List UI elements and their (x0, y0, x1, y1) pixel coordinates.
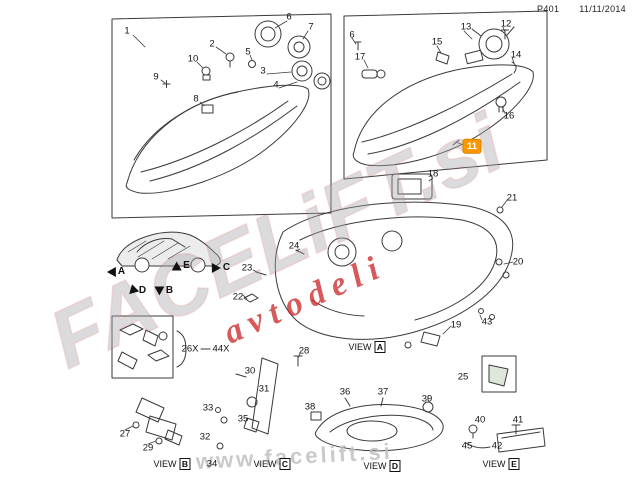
callout-4: 4 (273, 79, 279, 91)
callout-25: 25 (457, 371, 469, 383)
view-direction-arrow-A: A (106, 266, 126, 277)
callout-39: 39 (421, 393, 433, 405)
leader-lines (124, 20, 515, 445)
callout-11: 11 (463, 139, 481, 153)
view-word: VIEW (253, 459, 277, 469)
headlight-rear-assembly (243, 201, 514, 349)
view-direction-arrow-E: E (171, 260, 190, 271)
arrow-letter: B (165, 285, 174, 296)
callout-10: 10 (187, 53, 199, 65)
callout-32: 32 (199, 431, 211, 443)
callout-17: 17 (354, 51, 366, 63)
left-panel-box (111, 13, 332, 219)
callout-31: 31 (258, 383, 270, 395)
callout-23: 23 (241, 262, 253, 274)
callout-30: 30 (244, 365, 256, 377)
callout-16: 16 (503, 110, 515, 122)
arrow-triangle-icon (106, 267, 116, 277)
callout-24: 24 (288, 240, 300, 252)
callout-20: 20 (512, 256, 524, 268)
right-panel-box (343, 10, 548, 180)
arrow-letter: A (117, 266, 126, 277)
hardware-kit-box (111, 315, 211, 379)
callout-12: 12 (500, 18, 512, 30)
view-direction-arrow-D: D (125, 284, 147, 298)
callout-44X: 44X (212, 343, 230, 355)
view-direction-arrow-B: B (154, 285, 174, 296)
callout-5: 5 (245, 46, 251, 58)
view-c-parts (215, 355, 303, 450)
callout-1: 1 (124, 25, 130, 37)
callout-28: 28 (298, 345, 310, 357)
callout-13: 13 (460, 21, 472, 33)
callout-36: 36 (339, 386, 351, 398)
bracket-25 (481, 355, 517, 393)
callout-18: 18 (427, 168, 439, 180)
callout-14: 14 (510, 49, 522, 61)
arrow-triangle-icon (154, 286, 165, 296)
callout-19: 19 (450, 319, 462, 331)
view-letter-box: B (179, 458, 191, 470)
callout-37: 37 (377, 386, 389, 398)
arrow-triangle-icon (171, 261, 182, 271)
callout-15: 15 (431, 36, 443, 48)
callout-42: 42 (491, 440, 503, 452)
view-word: VIEW (482, 459, 506, 469)
arrow-letter: C (222, 262, 231, 273)
callout-6: 6 (349, 29, 355, 41)
view-letter-box: C (279, 458, 291, 470)
callout-3: 3 (260, 65, 266, 77)
arrow-letter: D (138, 285, 147, 296)
view-e-parts (465, 424, 546, 453)
callout-21: 21 (506, 192, 518, 204)
callout-8: 8 (193, 93, 199, 105)
arrow-triangle-icon (211, 263, 221, 273)
callout-22: 22 (232, 291, 244, 303)
doc-code: P401 (537, 4, 560, 14)
callout-35: 35 (237, 413, 249, 425)
callout-38: 38 (304, 401, 316, 413)
headlight-front-left (125, 20, 331, 194)
view-d-parts (310, 395, 444, 452)
callout-26X: 26X (181, 343, 199, 355)
view-word: VIEW (348, 342, 372, 352)
view-letter-box: E (508, 458, 520, 470)
arrow-triangle-icon (125, 284, 140, 298)
callout-40: 40 (474, 414, 486, 426)
view-direction-arrow-C: C (211, 262, 231, 273)
callout-6: 6 (286, 11, 292, 23)
view-letter-box: A (374, 341, 386, 353)
callout-2: 2 (209, 38, 215, 50)
callout-7: 7 (308, 21, 314, 33)
callout-9: 9 (153, 71, 159, 83)
callout-45: 45 (461, 440, 473, 452)
headlight-front-right (352, 26, 534, 200)
callout-27: 27 (119, 428, 131, 440)
car-silhouette (116, 231, 221, 273)
callout-29: 29 (142, 442, 154, 454)
view-b-parts (132, 397, 183, 446)
doc-date: 11/11/2014 (579, 4, 626, 14)
callout-34: 34 (206, 458, 218, 470)
view-letter-box: D (389, 460, 401, 472)
callout-33: 33 (202, 402, 214, 414)
callout-41: 41 (512, 414, 524, 426)
view-word: VIEW (153, 459, 177, 469)
arrow-letter: E (183, 260, 190, 271)
doc-header: P401 11/11/2014 (537, 4, 626, 14)
view-word: VIEW (363, 461, 387, 471)
callout-43: 43 (481, 316, 493, 328)
